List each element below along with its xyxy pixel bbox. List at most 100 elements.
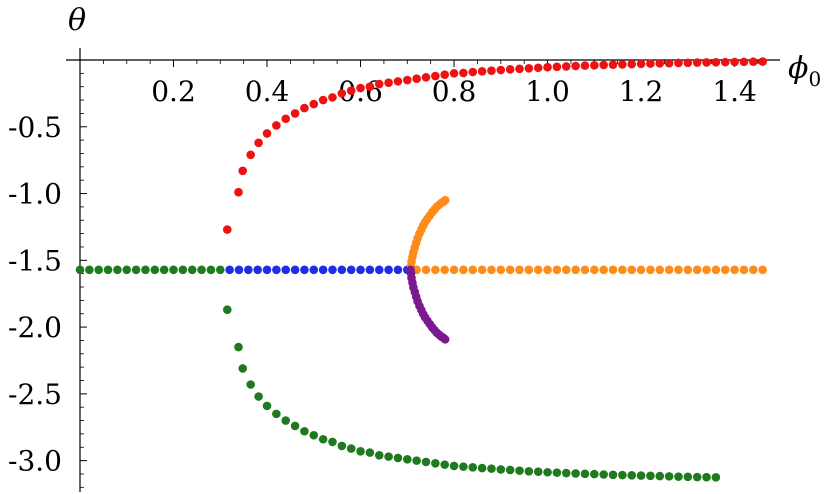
series-2 (225, 265, 412, 275)
data-point (664, 472, 674, 481)
data-point (244, 265, 253, 275)
data-point (636, 59, 646, 69)
data-point (571, 61, 580, 71)
data-point (590, 265, 599, 275)
data-point (402, 75, 412, 85)
data-point (318, 265, 328, 275)
data-point (215, 265, 225, 275)
data-point (234, 265, 244, 275)
data-point (346, 265, 356, 275)
data-point (533, 63, 543, 73)
data-point (356, 265, 365, 275)
data-point (337, 441, 347, 451)
series-4 (406, 195, 450, 275)
data-point (571, 265, 580, 275)
data-point (580, 61, 590, 70)
data-point (561, 468, 571, 478)
data-point (515, 64, 524, 74)
series-5 (406, 265, 450, 344)
data-point (599, 265, 608, 275)
data-point (412, 74, 421, 83)
data-point (290, 109, 300, 118)
data-point (524, 265, 534, 275)
data-point (730, 57, 739, 67)
data-point (131, 265, 141, 275)
data-point (505, 265, 515, 275)
data-point (496, 465, 506, 474)
data-point (103, 265, 113, 275)
data-point (421, 73, 431, 82)
data-point (487, 265, 496, 275)
data-point (356, 446, 365, 456)
data-point (328, 265, 337, 275)
data-point (618, 60, 627, 69)
data-point (692, 472, 702, 482)
data-point (384, 452, 393, 461)
x-axis-label-subscript: 0 (808, 67, 821, 91)
data-point (599, 60, 608, 70)
data-point (711, 473, 721, 482)
data-point (627, 471, 637, 480)
data-point (468, 462, 478, 472)
data-point (674, 472, 683, 481)
data-point (459, 462, 468, 471)
data-point (246, 380, 255, 389)
data-point (290, 421, 300, 431)
data-point (552, 265, 562, 275)
data-point (449, 461, 459, 471)
data-point (543, 467, 552, 477)
data-point (655, 59, 665, 68)
data-point (440, 460, 450, 469)
data-point (440, 265, 450, 275)
data-point (197, 265, 206, 275)
data-point (711, 265, 721, 275)
y-tick-label: -2.0 (8, 311, 62, 344)
y-tick-label: -1.5 (8, 244, 62, 277)
data-point (440, 195, 450, 205)
data-point (238, 166, 248, 176)
data-point (234, 187, 243, 197)
data-point (238, 364, 248, 373)
data-point (552, 468, 562, 477)
data-point (664, 265, 674, 275)
data-point (739, 265, 749, 275)
x-tick-label: 1.2 (619, 75, 664, 108)
data-point (402, 454, 412, 464)
data-point (561, 62, 571, 71)
data-point (571, 469, 580, 478)
data-point (468, 265, 478, 275)
data-point (365, 448, 375, 457)
data-point (683, 58, 693, 68)
data-point (449, 265, 459, 275)
data-point (374, 265, 384, 275)
data-point (496, 265, 506, 275)
data-point (141, 265, 150, 275)
data-point (505, 65, 515, 74)
data-point (552, 62, 562, 72)
data-point (636, 265, 646, 275)
data-point (758, 265, 767, 275)
data-point (384, 78, 393, 88)
data-point (206, 265, 216, 275)
data-point (169, 265, 178, 275)
data-point (505, 465, 515, 475)
data-point (515, 466, 524, 475)
data-point (720, 265, 730, 275)
data-point (608, 470, 618, 480)
data-point (487, 66, 496, 75)
data-point (309, 265, 319, 275)
data-point (374, 79, 384, 89)
data-point (300, 103, 309, 113)
data-point (590, 469, 599, 479)
data-points (75, 57, 767, 482)
data-point (222, 305, 232, 315)
data-point (94, 265, 104, 275)
data-point (674, 265, 683, 275)
data-point (337, 265, 347, 275)
data-point (281, 265, 291, 275)
y-axis-label: θ (68, 3, 86, 38)
x-tick-label: 0.4 (245, 75, 290, 108)
data-point (580, 265, 590, 275)
x-tick-label: 1.4 (712, 75, 757, 108)
data-point (515, 265, 524, 275)
